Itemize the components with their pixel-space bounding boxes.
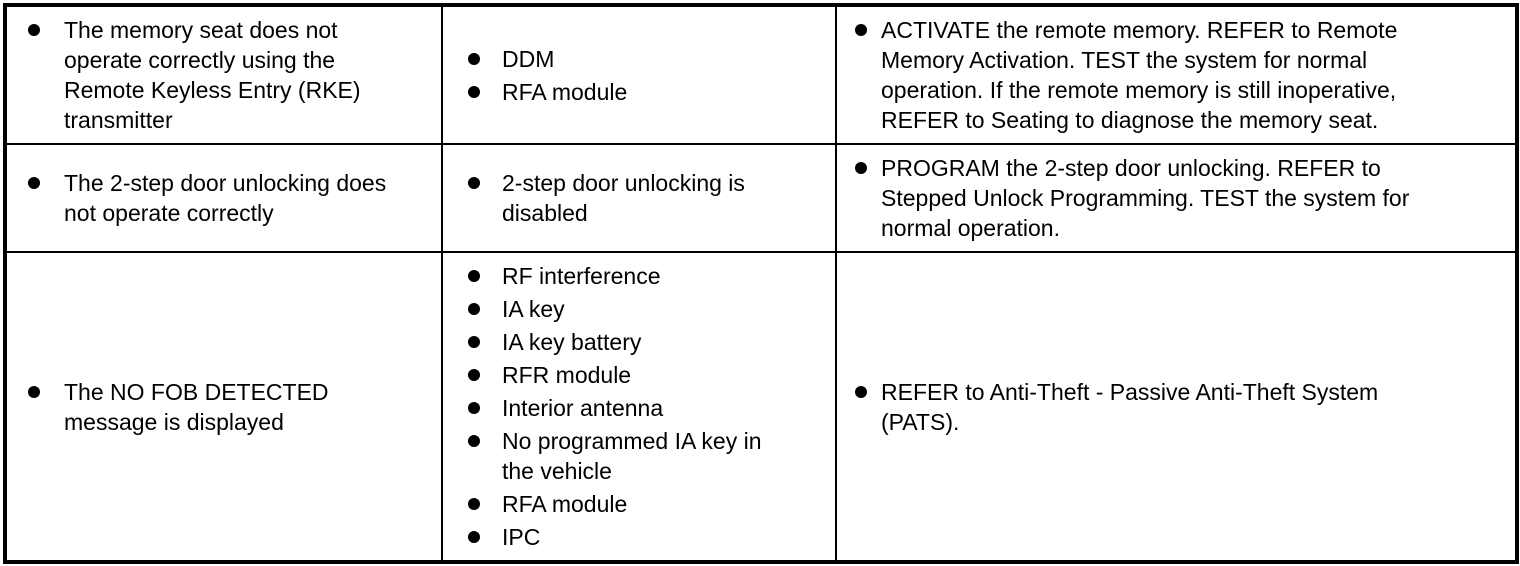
bullet-item-text: RFA module [502, 78, 628, 105]
list-item: IA key [468, 294, 835, 324]
cell-symptom-row2: The 2-step door unlocking does not opera… [4, 143, 443, 253]
bullet-item-text: RF interference [502, 263, 661, 289]
list-item: RF interference [468, 261, 835, 291]
cell-possible-sources-row1: DDM RFA module [441, 4, 837, 145]
bullet-icon [468, 402, 480, 414]
bullet-icon [468, 369, 480, 381]
list-item: The NO FOB DETECTED message is displayed [28, 377, 441, 437]
bullet-icon [28, 177, 40, 189]
bullet-icon [468, 85, 480, 98]
bullet-list: The memory seat does not operate correct… [7, 15, 441, 135]
bullet-icon [468, 52, 480, 65]
cell-action-row1: ACTIVATE the remote memory. REFER to Rem… [835, 4, 1518, 145]
bullet-list: PROGRAM the 2-step door unlocking. REFER… [837, 153, 1515, 243]
list-item: RFA module [468, 77, 835, 107]
bullet-item-text: The NO FOB DETECTED message is displayed [64, 378, 329, 435]
bullet-item-text: IA key [502, 296, 565, 322]
bullet-list: 2-step door unlocking is disabled [443, 168, 835, 228]
list-item: 2-step door unlocking is disabled [468, 168, 835, 228]
list-item: REFER to Anti-Theft - Passive Anti-Theft… [855, 377, 1515, 437]
bullet-item-text: Interior antenna [502, 395, 664, 421]
bullet-list: The 2-step door unlocking does not opera… [7, 168, 441, 228]
bullet-item-text: The memory seat does not operate correct… [64, 17, 361, 133]
bullet-item-text: IPC [502, 524, 541, 550]
bullet-icon [468, 336, 480, 348]
bullet-item-text: No programmed IA key in the vehicle [502, 428, 762, 484]
bullet-list: ACTIVATE the remote memory. REFER to Rem… [837, 15, 1515, 135]
troubleshooting-table: The memory seat does not operate correct… [3, 3, 1519, 564]
bullet-icon [468, 270, 480, 282]
bullet-item-text: RFA module [502, 491, 628, 517]
list-item: The 2-step door unlocking does not opera… [28, 168, 441, 228]
bullet-list: The NO FOB DETECTED message is displayed [7, 377, 441, 437]
cell-possible-sources-row2: 2-step door unlocking is disabled [441, 143, 837, 253]
bullet-item-text: REFER to Anti-Theft - Passive Anti-Theft… [881, 378, 1379, 435]
list-item: RFA module [468, 489, 835, 519]
bullet-icon [468, 303, 480, 315]
cell-symptom-row3: The NO FOB DETECTED message is displayed [4, 251, 443, 563]
list-item: ACTIVATE the remote memory. REFER to Rem… [855, 15, 1515, 135]
list-item: PROGRAM the 2-step door unlocking. REFER… [855, 153, 1515, 243]
bullet-icon [468, 531, 480, 543]
bullet-icon [28, 24, 40, 36]
troubleshooting-table-body: The memory seat does not operate correct… [4, 4, 1518, 563]
table-row: The memory seat does not operate correct… [4, 4, 1518, 145]
bullet-list: REFER to Anti-Theft - Passive Anti-Theft… [837, 377, 1515, 437]
list-item: IPC [468, 522, 835, 552]
bullet-icon [468, 435, 480, 447]
bullet-item-text: IA key battery [502, 329, 642, 355]
list-item: IA key battery [468, 327, 835, 357]
list-item: Interior antenna [468, 393, 835, 423]
bullet-icon [468, 498, 480, 510]
bullet-item-text: The 2-step door unlocking does not opera… [64, 170, 387, 226]
bullet-list: DDM RFA module [443, 44, 835, 107]
bullet-item-text: DDM [502, 45, 555, 72]
cell-action-row3: REFER to Anti-Theft - Passive Anti-Theft… [835, 251, 1518, 563]
table-row: The 2-step door unlocking does not opera… [4, 143, 1518, 253]
list-item: No programmed IA key in the vehicle [468, 426, 835, 486]
bullet-icon [855, 24, 867, 36]
list-item: RFR module [468, 360, 835, 390]
bullet-item-text: 2-step door unlocking is disabled [502, 170, 745, 226]
cell-action-row2: PROGRAM the 2-step door unlocking. REFER… [835, 143, 1518, 253]
bullet-icon [855, 385, 867, 398]
table-row: The NO FOB DETECTED message is displayed… [4, 251, 1518, 563]
bullet-icon [28, 385, 40, 398]
list-item: The memory seat does not operate correct… [28, 15, 441, 135]
bullet-item-text: RFR module [502, 362, 632, 388]
bullet-icon [468, 177, 480, 189]
bullet-item-text: ACTIVATE the remote memory. REFER to Rem… [881, 17, 1398, 133]
bullet-item-text: PROGRAM the 2-step door unlocking. REFER… [881, 155, 1410, 241]
list-item: DDM [468, 44, 835, 74]
bullet-icon [855, 162, 867, 174]
cell-symptom-row1: The memory seat does not operate correct… [4, 4, 443, 145]
